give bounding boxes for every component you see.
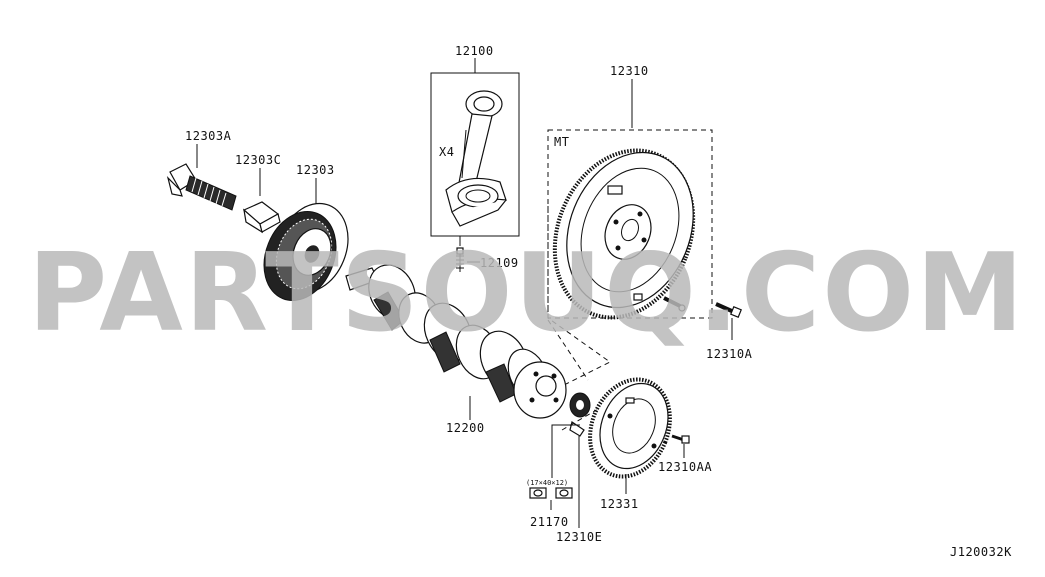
- rod-bolt-icon[interactable]: [456, 247, 464, 272]
- pulley-bolt-group: 12303A: [166, 129, 237, 211]
- part-label-12303[interactable]: 12303: [296, 163, 335, 177]
- crank-pulley-group: 12303: [251, 163, 361, 312]
- crank-pulley-icon[interactable]: [251, 193, 361, 312]
- variant-label-mt: MT: [554, 135, 569, 149]
- part-label-12303C[interactable]: 12303C: [235, 153, 281, 167]
- crankshaft-icon[interactable]: [345, 257, 567, 419]
- diagram-code: J120032K: [950, 545, 1012, 559]
- oil-seal-icon[interactable]: [529, 487, 573, 499]
- part-label-12310[interactable]: 12310: [610, 64, 649, 78]
- oil-seal-group: (17×40×12) 21170: [526, 424, 580, 529]
- flywheel-group: 12310 MT: [531, 64, 718, 339]
- part-label-12310AA[interactable]: 12310AA: [658, 460, 712, 474]
- pulley-spacer-group: 12303C: [235, 153, 281, 234]
- quantity-label-x4: X4: [439, 145, 454, 159]
- part-label-21170[interactable]: 21170: [530, 515, 569, 529]
- part-label-12100[interactable]: 12100: [455, 44, 494, 58]
- pilot-bearing-icon[interactable]: [569, 392, 591, 437]
- part-label-12310A[interactable]: 12310A: [706, 347, 753, 361]
- drive-plate-bolt-group: 12310AA: [658, 434, 712, 474]
- rod-bolt-12109: 12109: [456, 247, 519, 272]
- flywheel-icon[interactable]: [531, 130, 718, 339]
- part-label-12310E[interactable]: 12310E: [556, 530, 602, 544]
- connecting-rod-group: 12100 X4: [430, 44, 520, 246]
- pulley-bolt-icon[interactable]: [166, 163, 237, 211]
- flywheel-dowel-icon[interactable]: [663, 296, 686, 312]
- part-label-12303A[interactable]: 12303A: [185, 129, 232, 143]
- drive-plate-bolt-icon[interactable]: [671, 434, 690, 444]
- seal-size-label: (17×40×12): [526, 479, 568, 487]
- watermark: PARTSOUQ.COM: [28, 231, 1025, 356]
- part-label-12331[interactable]: 12331: [600, 497, 639, 511]
- flywheel-bolt-icon[interactable]: [715, 302, 742, 318]
- part-label-12200[interactable]: 12200: [446, 421, 485, 435]
- flywheel-bolt-group: 12310A: [706, 302, 753, 361]
- drive-plate-group: 12331: [576, 367, 684, 511]
- pulley-spacer-icon[interactable]: [242, 201, 281, 234]
- pilot-bearing-group: 12310E: [556, 392, 602, 544]
- part-label-12109[interactable]: 12109: [480, 256, 519, 270]
- drive-plate-icon[interactable]: [576, 367, 684, 488]
- crankshaft-group: 12200: [345, 257, 567, 435]
- connecting-rod-icon[interactable]: [445, 90, 507, 227]
